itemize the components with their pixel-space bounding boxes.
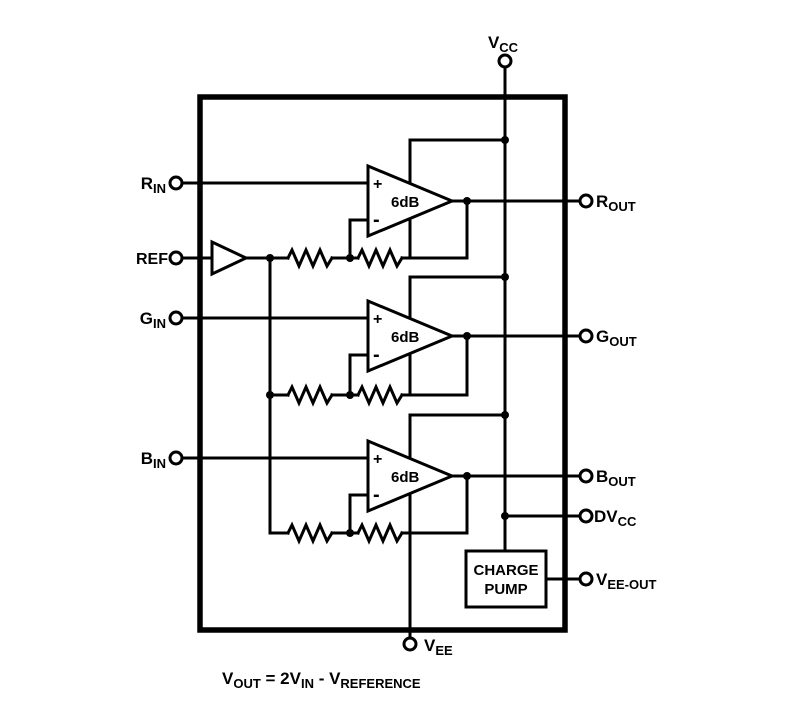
inverting-input-r: [348, 218, 370, 260]
feedback-resistor: [355, 521, 405, 545]
opamp-b-minus-sign: -: [373, 484, 380, 506]
label-bin: BIN: [141, 449, 166, 471]
junction-dot: [266, 254, 274, 262]
opamp-g-plus-sign: +: [373, 311, 382, 328]
ic-boundary-box: [197, 94, 568, 633]
charge-pump-label-line1: CHARGE: [473, 562, 538, 579]
pin-vcc: [497, 53, 513, 69]
label-rout: ROUT: [596, 192, 636, 214]
junction-dot: [501, 273, 509, 281]
pin-rout: [578, 193, 594, 209]
label-vee-out: VEE-OUT: [596, 570, 657, 592]
feedback-resistor: [285, 521, 335, 545]
pin-ref: [168, 250, 184, 266]
vcc-branch-g: [408, 275, 507, 321]
junction-dot: [501, 411, 509, 419]
transfer-function: VOUT = 2VIN - VREFERENCE: [222, 669, 421, 691]
junction-dot: [346, 254, 354, 262]
opamp-b-plus-sign: +: [373, 451, 382, 468]
label-vee: VEE: [424, 636, 453, 658]
feedback-resistor: [285, 246, 335, 270]
opamp-triangle-g: [366, 298, 456, 374]
label-gin: GIN: [140, 309, 166, 331]
junction-dot: [501, 136, 509, 144]
feedback-resistor: [355, 246, 405, 270]
pin-bin: [168, 450, 184, 466]
opamp-r-minus-sign: -: [373, 209, 380, 231]
inverting-input-b: [348, 493, 370, 535]
label-dvcc: DVCC: [594, 507, 637, 529]
opamp-triangle-b: [366, 438, 456, 514]
feedback-resistor: [355, 383, 405, 407]
opamp-g-minus-sign: -: [373, 344, 380, 366]
junction-dot: [463, 197, 471, 205]
junction-dot: [266, 391, 274, 399]
junction-dot: [346, 391, 354, 399]
charge-pump-label-line2: PUMP: [484, 581, 527, 598]
pin-vee-out: [578, 571, 594, 587]
inverting-input-g: [348, 353, 370, 397]
vcc-branch-b: [408, 413, 507, 461]
pin-bout: [578, 468, 594, 484]
opamp-triangle-r: [366, 163, 456, 239]
junction-dot: [501, 512, 509, 520]
pin-rin: [168, 175, 184, 191]
junction-dot: [463, 332, 471, 340]
opamp-r-gain-label: 6dB: [391, 194, 420, 211]
feedback-resistor: [285, 383, 335, 407]
opamp-b-gain-label: 6dB: [391, 469, 420, 486]
opamp-g-gain-label: 6dB: [391, 329, 420, 346]
ref-buffer-triangle: [210, 239, 250, 277]
label-rin: RIN: [141, 174, 166, 196]
opamp-r-plus-sign: +: [373, 176, 382, 193]
junction-dot: [463, 472, 471, 480]
label-gout: GOUT: [596, 327, 637, 349]
label-bout: BOUT: [596, 467, 636, 489]
pin-dvcc: [578, 508, 594, 524]
junction-dot: [346, 529, 354, 537]
label-vcc: VCC: [488, 33, 519, 55]
pin-vee: [402, 636, 418, 652]
vcc-branch-r: [408, 138, 507, 186]
pin-gin: [168, 310, 184, 326]
charge-pump-box: [464, 549, 548, 609]
label-ref: REF: [136, 251, 168, 268]
pin-gout: [578, 328, 594, 344]
